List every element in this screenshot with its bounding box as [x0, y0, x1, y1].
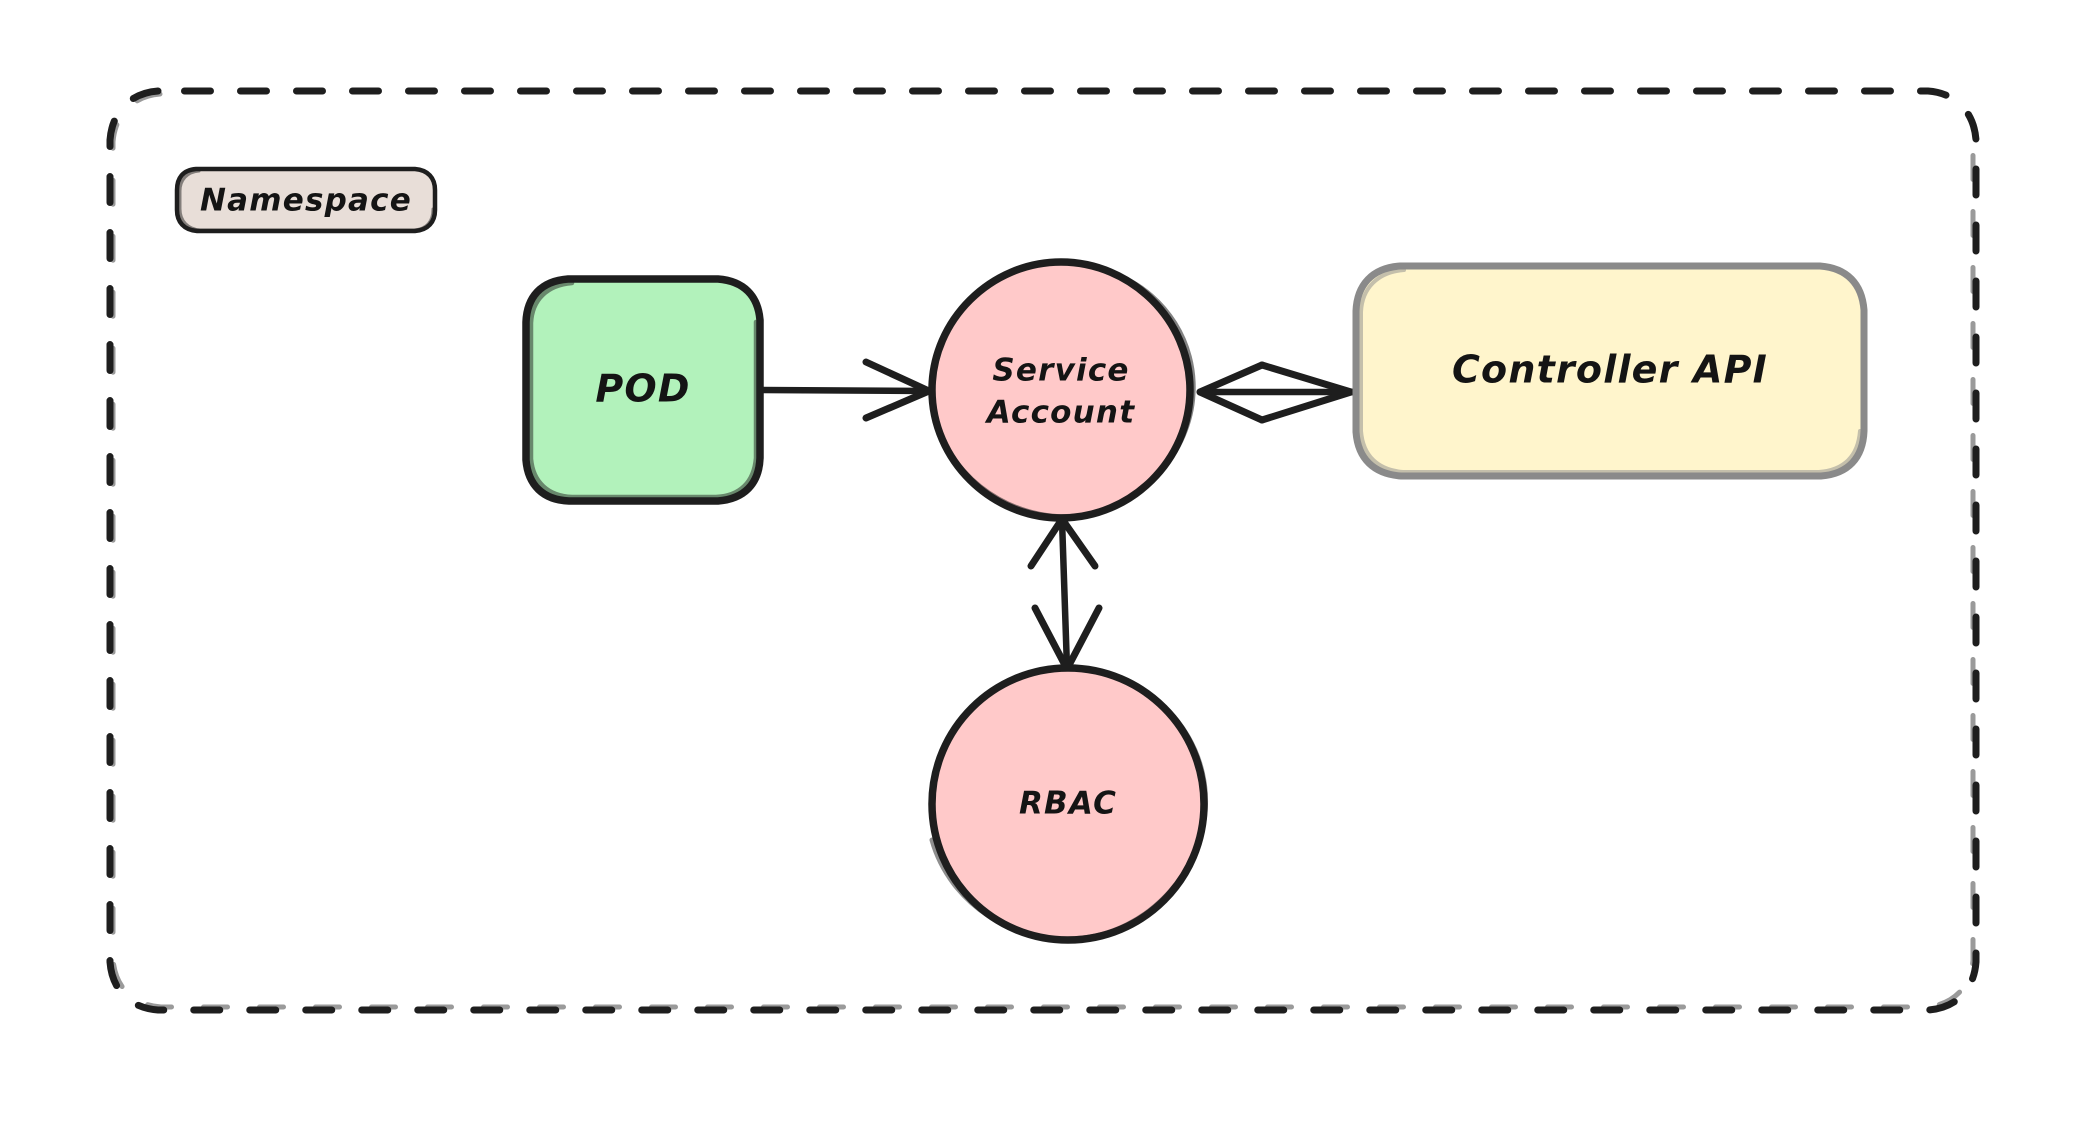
arrowhead-sa-lower: [1196, 388, 1266, 424]
controller-api-shape-overdraw: [1359, 268, 1862, 474]
service-account-shape-overdraw: [937, 273, 1196, 520]
namespace-label-chip[interactable]: Namespace: [174, 166, 438, 234]
service-account-label-line1: Service: [992, 353, 1129, 389]
node-rbac[interactable]: RBAC: [928, 664, 1209, 944]
namespace-boundary[interactable]: [106, 87, 1980, 1014]
service-account-label-line2: Account: [984, 395, 1135, 431]
arrowhead-rbac-right: [1063, 604, 1103, 673]
namespace-label-text: Namespace: [200, 183, 412, 219]
arrowhead-rbac-left: [1031, 604, 1071, 673]
arrowhead-api-lower: [1258, 388, 1355, 424]
edge-pod-to-service-account[interactable]: [758, 358, 933, 422]
node-controller-api[interactable]: Controller API: [1352, 262, 1868, 480]
edge-line-sa-rbac: [1058, 516, 1071, 672]
arrowhead-api-upper: [1258, 361, 1355, 396]
controller-api-label: Controller API: [1452, 348, 1768, 392]
arrowhead-pod-sa-lower: [862, 387, 933, 422]
pod-label: POD: [595, 367, 690, 411]
rbac-label: RBAC: [1019, 786, 1117, 822]
edge-service-account-to-rbac[interactable]: [1027, 515, 1103, 673]
namespace-dashed-outline: [106, 87, 1980, 1014]
controller-api-shape: [1352, 262, 1868, 480]
namespace-dashed-outline-overdraw: [110, 91, 1976, 1010]
arrowhead-pod-sa-upper: [862, 358, 933, 395]
node-service-account[interactable]: Service Account: [928, 258, 1196, 522]
pod-shape-overdraw: [528, 280, 759, 500]
arrowhead-sa-upper: [1196, 361, 1266, 396]
node-pod[interactable]: POD: [522, 275, 764, 505]
edge-service-account-to-controller-api[interactable]: [1196, 361, 1356, 424]
arrowhead-sa-right: [1058, 515, 1099, 570]
edge-line-pod-sa: [758, 386, 932, 395]
pod-shape: [522, 275, 764, 505]
arrowhead-sa-left: [1027, 515, 1066, 570]
namespace-chip-overdraw: [178, 169, 435, 232]
rbac-shape-overdraw: [929, 681, 1209, 942]
